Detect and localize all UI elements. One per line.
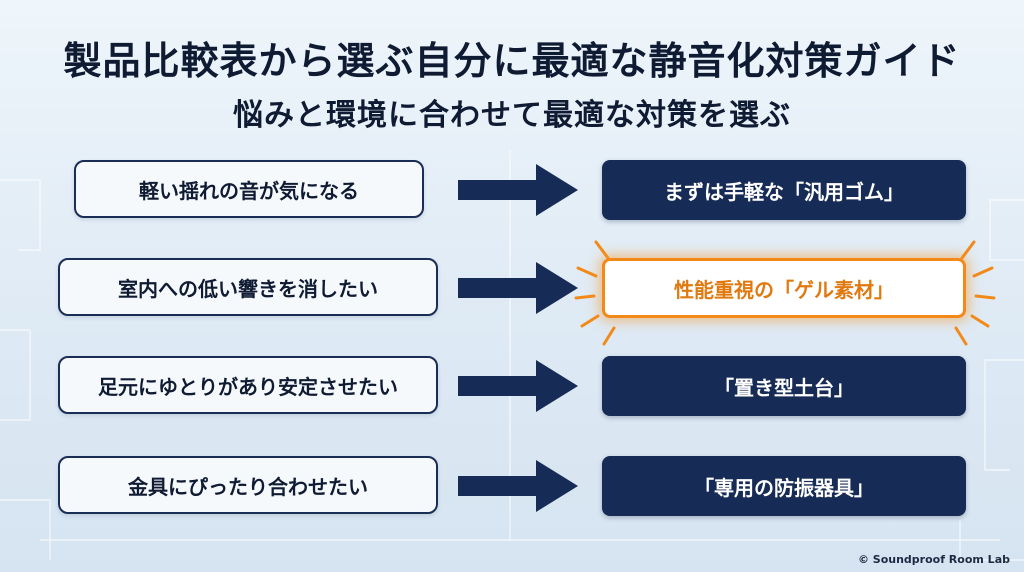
solution-box: 「専用の防振器具」	[602, 456, 966, 516]
arrow-right-icon	[458, 164, 578, 216]
arrow-right-icon	[458, 460, 578, 512]
problem-box: 軽い揺れの音が気になる	[74, 160, 424, 218]
guide-row-2: 室内への低い響きを消したい 性能重視の「ゲル素材」	[0, 240, 1024, 346]
guide-row-4: 金具にぴったり合わせたい 「専用の防振器具」	[0, 456, 1024, 518]
problem-box: 金具にぴったり合わせたい	[58, 456, 438, 514]
solution-box: まずは手軽な「汎用ゴム」	[602, 160, 966, 220]
arrow-right-icon	[458, 262, 578, 314]
problem-box: 足元にゆとりがあり安定させたい	[58, 356, 438, 414]
guide-row-3: 足元にゆとりがあり安定させたい 「置き型土台」	[0, 356, 1024, 418]
solution-box: 「置き型土台」	[602, 356, 966, 416]
problem-box: 室内への低い響きを消したい	[58, 258, 438, 316]
solution-box-highlighted: 性能重視の「ゲル素材」	[602, 258, 966, 318]
guide-row-1: 軽い揺れの音が気になる まずは手軽な「汎用ゴム」	[0, 160, 1024, 222]
page-title: 製品比較表から選ぶ自分に最適な静音化対策ガイド	[63, 39, 961, 83]
arrow-right-icon	[458, 360, 578, 412]
copyright-text: © Soundproof Room Lab	[857, 553, 1010, 566]
page-subtitle: 悩みと環境に合わせて最適な対策を選ぶ	[233, 98, 791, 133]
